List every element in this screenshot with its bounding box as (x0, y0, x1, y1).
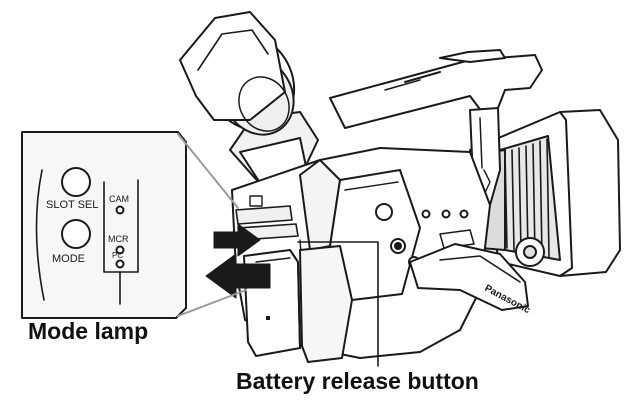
focus-ring (504, 138, 550, 258)
mode-lamp-callout-label: Mode lamp (28, 318, 149, 344)
mcr-lamp-icon (115, 245, 125, 255)
arrow-out-icon (205, 253, 271, 299)
battery-release-callout-label: Battery release button (236, 368, 479, 394)
mode-button-icon (61, 219, 91, 249)
mcr-lamp-label: MCR (108, 234, 129, 244)
mode-label: MODE (52, 253, 85, 265)
mode-lamp-callout-panel: SLOT SEL MODE CAM MCR PC (21, 131, 247, 319)
pc-lamp-label: PC (112, 251, 123, 260)
viewfinder (179, 11, 319, 187)
battery-pack (243, 245, 353, 363)
slot-sel-label: SLOT SEL (46, 199, 98, 211)
pc-lamp-icon (115, 259, 125, 269)
battery-release-leader (297, 241, 379, 367)
top-handle (329, 49, 543, 209)
body-button-icon (375, 203, 393, 221)
cam-lamp-label: CAM (109, 194, 129, 204)
slot-sel-button-icon (61, 167, 91, 197)
arrow-in-icon (213, 223, 261, 257)
slide-arrows (205, 223, 271, 299)
cam-lamp-icon (115, 205, 125, 215)
